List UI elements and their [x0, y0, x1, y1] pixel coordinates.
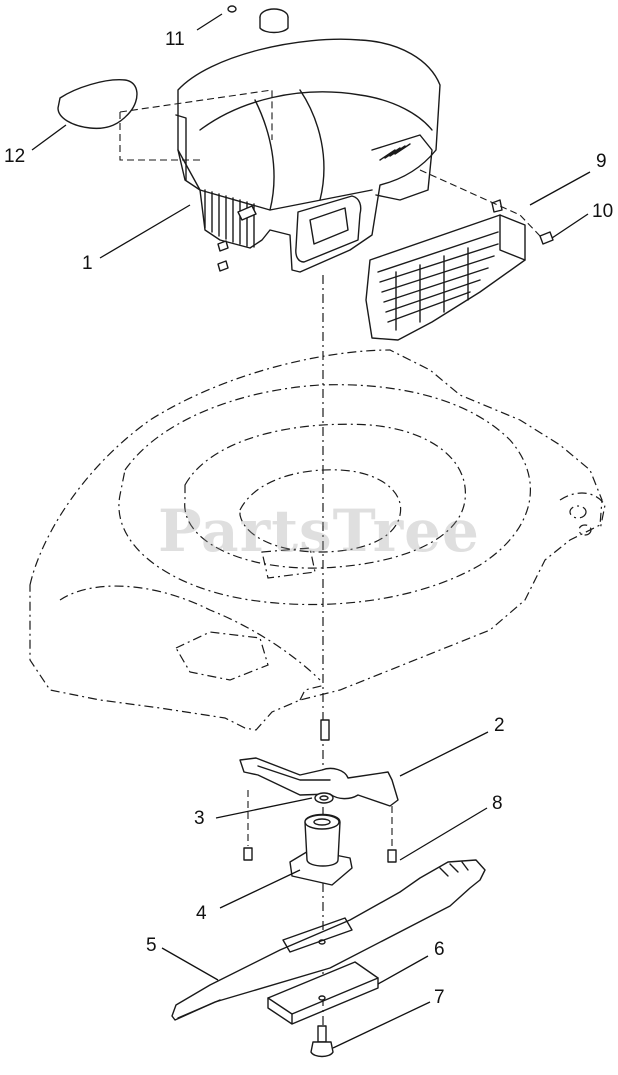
assembly-line-12 — [119, 112, 200, 161]
callout-6: 6 — [434, 939, 445, 960]
callout-2: 2 — [494, 715, 505, 736]
washer-part-3[interactable] — [314, 792, 334, 804]
mower-deck — [29, 349, 606, 731]
bolt-right-part-8[interactable] — [387, 849, 397, 863]
blade-bolt-part-7[interactable] — [310, 1025, 334, 1058]
assembly-line-9 — [419, 169, 541, 237]
callout-5: 5 — [146, 935, 157, 956]
engine-part-1[interactable] — [175, 8, 441, 273]
plug-part-11[interactable] — [227, 5, 237, 13]
watermark: PartsTree — [158, 497, 480, 565]
bolt-left[interactable] — [243, 847, 253, 861]
leader-lines — [31, 13, 591, 1049]
blade-adapter-part-4[interactable] — [289, 813, 353, 886]
callout-7: 7 — [434, 987, 445, 1008]
blade-part-5[interactable] — [171, 859, 486, 1021]
bolt-upper[interactable] — [320, 719, 330, 741]
stiffener-part-6[interactable] — [267, 961, 379, 1025]
muffler-guard-part-9[interactable] — [365, 199, 526, 341]
callout-3: 3 — [194, 808, 205, 829]
callout-9: 9 — [596, 151, 607, 172]
callout-11: 11 — [165, 29, 185, 50]
callout-1: 1 — [82, 253, 93, 274]
callout-12: 12 — [4, 146, 26, 167]
screw-part-10[interactable] — [539, 231, 554, 245]
callout-8: 8 — [492, 793, 503, 814]
callout-10: 10 — [592, 201, 614, 222]
callout-4: 4 — [196, 903, 207, 924]
filter-cover-part-12[interactable] — [57, 79, 138, 130]
